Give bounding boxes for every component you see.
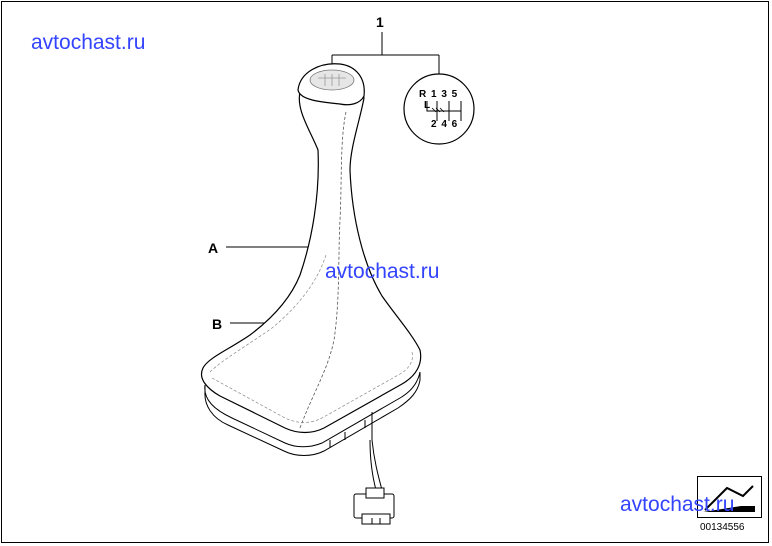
- watermark-top-left: avtochast.ru: [31, 31, 146, 54]
- boot-base-plate: [204, 371, 421, 456]
- callout-label-a: A: [208, 240, 219, 256]
- gear-boot: [200, 63, 422, 434]
- watermark-bottom-right: avtochast.ru: [620, 493, 735, 516]
- shift-pattern-badge: [403, 73, 475, 145]
- callout-label-1: 1: [376, 14, 384, 30]
- publisher-mark-icon: [697, 476, 762, 518]
- diagram-code: 00134556: [700, 522, 745, 533]
- watermark-center: avtochast.ru: [325, 260, 440, 283]
- wire-connector: [353, 487, 395, 525]
- callout-label-b: B: [212, 316, 223, 332]
- shift-pattern-bottom-row: 2 4 6: [431, 119, 459, 130]
- shift-pattern-top-row: R 1 3 5: [419, 89, 459, 100]
- wire-harness: [369, 412, 383, 491]
- shift-pattern-reverse-hint: L: [424, 100, 431, 111]
- callout-bracket-1: [331, 32, 440, 74]
